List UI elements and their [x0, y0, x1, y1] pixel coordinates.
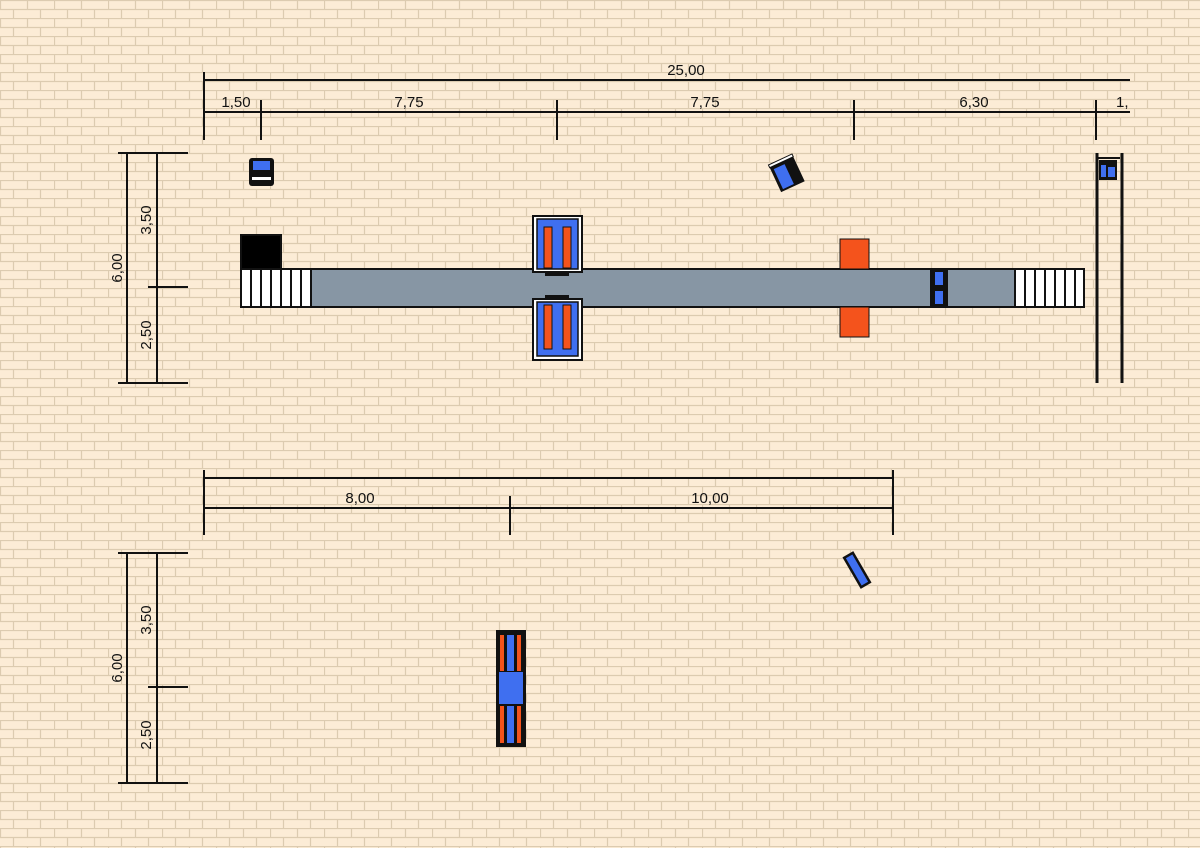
runway-lift-joint [930, 269, 948, 307]
tilted-blue-panel [842, 551, 872, 589]
stairs-left [240, 268, 312, 308]
dim-overall-depth: 6,00 [109, 653, 126, 682]
runway [240, 234, 1085, 308]
dim-segment: 6,30 [959, 94, 988, 111]
dim-segment: 7,75 [690, 94, 719, 111]
dim-depth-segment: 2,50 [138, 320, 155, 349]
top-vertical-dimensions: 6,00 3,50 2,50 [109, 152, 188, 384]
orange-block-lower [839, 306, 870, 338]
stairs-right [1014, 268, 1085, 308]
dim-overall-width: 25,00 [667, 62, 705, 79]
dim-depth-segment: 3,50 [138, 605, 155, 634]
rig-top [532, 215, 583, 276]
dim-segment: 8,00 [345, 490, 374, 507]
bottom-horizontal-dimensions: 8,00 10,00 [203, 470, 894, 535]
rig-lower-plan [496, 630, 526, 747]
rig-bottom [532, 295, 583, 361]
console-icon [249, 158, 274, 186]
dim-segment: 1, [1116, 94, 1129, 111]
top-horizontal-dimensions: 25,00 1,50 7,75 7,75 6,30 1, [203, 62, 1130, 140]
camera-icon [767, 153, 805, 193]
right-wall [1095, 153, 1124, 383]
dim-overall-depth: 6,00 [109, 253, 126, 282]
dim-segment: 7,75 [394, 94, 423, 111]
dim-segment: 10,00 [691, 490, 729, 507]
dim-segment: 1,50 [221, 94, 250, 111]
dim-depth-segment: 2,50 [138, 720, 155, 749]
bottom-vertical-dimensions: 6,00 3,50 2,50 [109, 552, 188, 784]
dim-depth-segment: 3,50 [138, 205, 155, 234]
orange-block-upper [839, 238, 870, 270]
black-platform [240, 234, 282, 270]
